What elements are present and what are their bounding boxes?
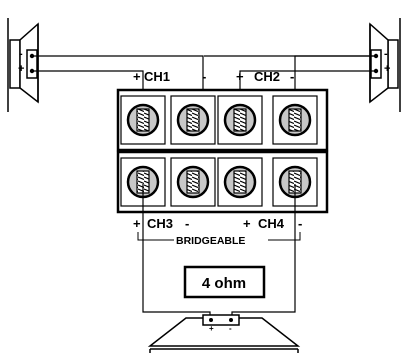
ch1-plus: + bbox=[133, 69, 141, 84]
right-speaker bbox=[369, 18, 401, 112]
load-label: 4 ohm bbox=[202, 275, 246, 292]
ch1-label: CH1 bbox=[144, 69, 170, 84]
left-speaker bbox=[7, 18, 39, 112]
ch2-label: CH2 bbox=[254, 69, 280, 84]
ch3-label: CH3 bbox=[147, 216, 173, 231]
terminal-screw bbox=[233, 170, 247, 194]
terminals bbox=[120, 95, 318, 207]
terminal-screw bbox=[233, 108, 247, 132]
terminal-screw bbox=[186, 108, 200, 132]
right-speaker-plus: + bbox=[384, 63, 390, 75]
ch2-minus: - bbox=[290, 69, 294, 84]
bridgeable-bracket bbox=[137, 232, 301, 241]
ch3-plus: + bbox=[133, 216, 141, 231]
bottom-terminal-minus bbox=[229, 318, 233, 322]
load-box bbox=[183, 265, 266, 299]
ch4-plus: + bbox=[243, 216, 251, 231]
bridgeable-label: BRIDGEABLE bbox=[176, 235, 245, 247]
terminal-screw bbox=[288, 108, 302, 132]
ch3-minus: - bbox=[185, 216, 189, 231]
bottom-speaker-minus: - bbox=[229, 324, 232, 333]
right-speaker-minus: - bbox=[384, 48, 388, 60]
ch4-label: CH4 bbox=[258, 216, 285, 231]
left-speaker-minus: - bbox=[19, 48, 23, 60]
left-speaker-plus: + bbox=[18, 63, 24, 75]
bottom-speaker-plus: + bbox=[209, 324, 214, 333]
ch2-plus: + bbox=[236, 69, 244, 84]
terminal-screw bbox=[136, 108, 150, 132]
bottom-terminal-plus bbox=[209, 318, 213, 322]
terminal-screw bbox=[186, 170, 200, 194]
bottom-speaker bbox=[147, 314, 301, 353]
ch4-minus: - bbox=[298, 216, 302, 231]
ch1-minus: - bbox=[202, 69, 206, 84]
